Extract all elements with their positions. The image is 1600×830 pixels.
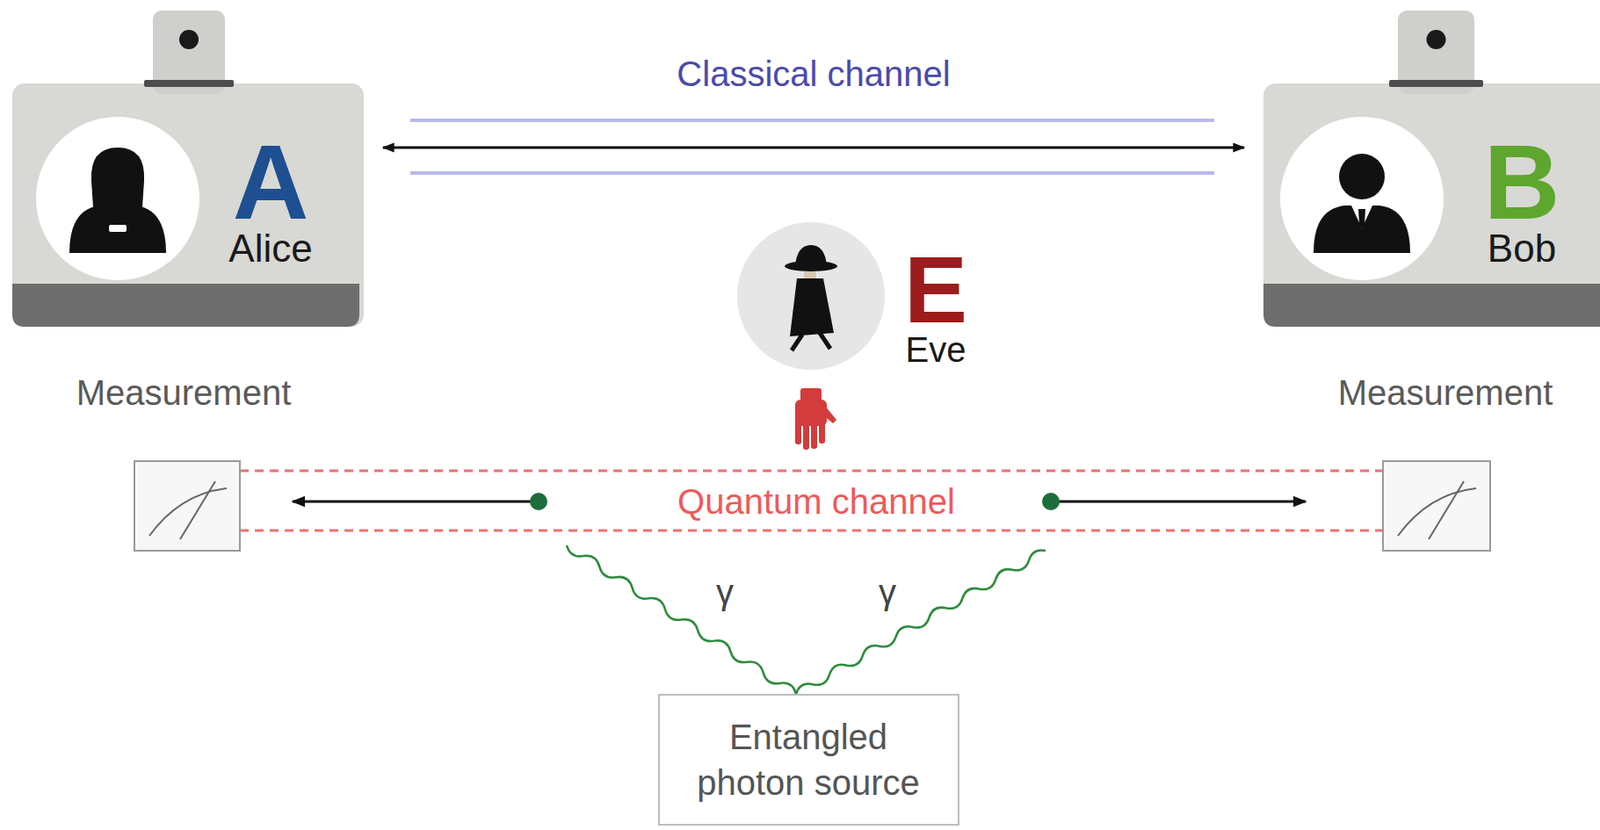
person-head xyxy=(1339,153,1385,200)
photon-arrow xyxy=(292,500,539,504)
photon-label: γ xyxy=(712,574,738,610)
hand-finger xyxy=(818,419,826,444)
meter-scale xyxy=(1397,488,1477,536)
spy-coat xyxy=(789,278,834,337)
channel-label: Quantum channel xyxy=(673,484,959,520)
node-title: Entangled photon source xyxy=(685,714,932,806)
photon-dot xyxy=(529,492,548,511)
node-title: Eve xyxy=(905,332,967,368)
edge-label: Classical channel xyxy=(673,56,954,92)
eavesdropper-node: EEve xyxy=(737,222,985,373)
measurement-label: Measurement xyxy=(1334,375,1557,411)
person-body xyxy=(69,205,167,254)
label-holder: Quantum channel xyxy=(673,484,959,520)
meter-scale xyxy=(149,488,227,536)
clip-hole xyxy=(179,29,199,50)
channel-rail xyxy=(410,171,1215,175)
label-holder: γ xyxy=(712,574,738,610)
photon-wave xyxy=(796,550,1046,695)
node-title: Bob xyxy=(1487,229,1557,268)
label-holder: Measurement xyxy=(72,375,296,411)
spy-legs xyxy=(791,333,831,351)
portrait-circle xyxy=(1280,116,1444,281)
hand-finger xyxy=(795,419,802,445)
person-badge: BBob xyxy=(1263,83,1600,327)
badge-letter: B xyxy=(1484,129,1561,235)
clip-bar xyxy=(144,79,234,87)
eavesdrop-hand xyxy=(795,388,837,450)
label-holder: γ xyxy=(875,574,900,610)
clip-hole xyxy=(1426,29,1447,50)
portrait-circle xyxy=(36,116,200,281)
photon-label: γ xyxy=(875,574,900,610)
meter-symbol xyxy=(1382,461,1491,551)
photon-wave xyxy=(566,545,797,695)
person-badge-tag xyxy=(108,224,127,232)
photon-arrow xyxy=(1050,500,1306,504)
node-title: Alice xyxy=(228,229,312,268)
hand-finger xyxy=(803,419,810,450)
spy-hat-brim xyxy=(784,260,838,272)
portrait-circle xyxy=(737,222,885,370)
measurement-label: Measurement xyxy=(72,375,296,411)
label-holder: Measurement xyxy=(1334,375,1557,411)
quantum-channel-border xyxy=(239,529,1383,533)
badge-band xyxy=(1263,283,1600,327)
person-hair xyxy=(91,147,145,208)
channel-arrow xyxy=(383,146,1245,150)
source-box: Entangled photon source xyxy=(658,694,960,826)
clip-bar xyxy=(1389,79,1484,87)
person-badge: AAlice xyxy=(12,83,364,327)
meter-symbol xyxy=(134,461,240,551)
hand-thumb xyxy=(822,405,837,424)
badge-letter: E xyxy=(904,242,968,338)
person-tie xyxy=(1358,209,1366,229)
quantum-channel-border xyxy=(239,470,1383,473)
person-head xyxy=(94,153,141,200)
channel-rail xyxy=(410,118,1215,123)
person-collar xyxy=(1351,205,1373,229)
hand-finger xyxy=(810,419,818,449)
edge-label-holder: Classical channel xyxy=(673,56,954,92)
meter-needle xyxy=(1428,481,1464,540)
person-body xyxy=(1313,205,1411,254)
photon-dot xyxy=(1042,492,1060,511)
badge-letter: A xyxy=(232,129,310,235)
badge-band xyxy=(12,283,360,327)
meter-needle xyxy=(180,481,216,540)
